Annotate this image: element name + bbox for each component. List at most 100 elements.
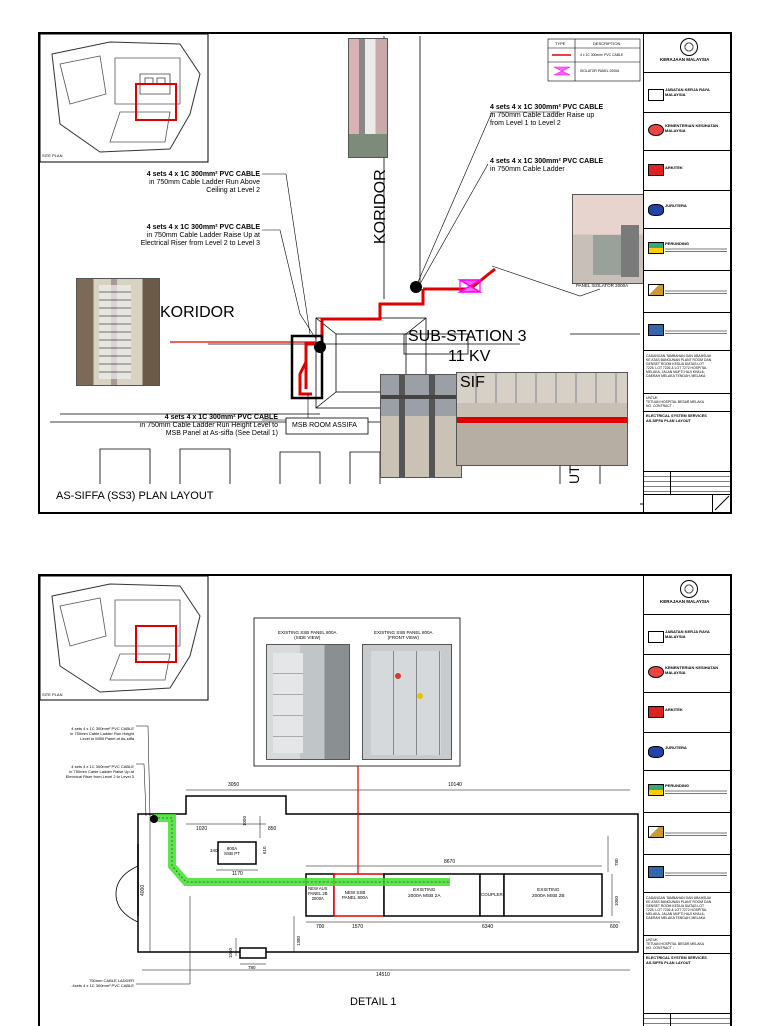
callout2-c3-line1: 750mm CABLE LADDER — [89, 978, 134, 983]
tb1-sec-5: PERUNDING — [644, 228, 730, 271]
site-plan-label: SITE PLAN — [42, 153, 63, 158]
callout-c3-line2: Ceiling at Level 2 — [206, 187, 260, 194]
panel-ssb-pt: 800A SSB PT — [224, 846, 240, 856]
project-line-3: GENSET ROOM KEDUA DIATAS LOT — [646, 362, 705, 366]
tb1-info-grid — [644, 472, 730, 495]
contractor-logo-icon — [648, 324, 664, 336]
koridor-vertical-label: KORIDOR — [372, 169, 389, 244]
dim-780b: 780 — [248, 965, 256, 970]
callout-c1-line1: in 750mm Cable Ladder Raise up — [490, 112, 595, 119]
dim-1050: 1050 — [242, 815, 247, 826]
callout-c3: 4 sets 4 x 1C 300mm² PVC CABLE in 750mm … — [130, 171, 260, 195]
dim-14510: 14510 — [376, 972, 390, 978]
callout-c4-line1: in 750mm Cable Ladder Raise Up at — [146, 232, 260, 239]
tb1-sec-7 — [644, 312, 730, 351]
dim-850: 850 — [268, 826, 277, 832]
project-line-5: MELAKA, JALAN MUFTI HAJI KHALIL, — [646, 370, 706, 374]
callout-c2-title: 4 sets 4 x 1C 300mm² PVC CABLE — [490, 158, 604, 165]
tb1-sec-3: ARKITEK — [644, 150, 730, 191]
tb1-sec3-name: ARKITEK — [665, 165, 683, 170]
project-line-1: CADANGAN TAMBAHAN DAN UBAHSUAI — [646, 354, 712, 358]
isolator-symbol — [457, 279, 483, 293]
project2-line-3: GENSET ROOM KEDUA DIATAS LOT — [646, 904, 705, 908]
jkr-logo-icon-2 — [648, 631, 664, 643]
callout2-c2-line1: 4 sets 4 x 1C 300mm² PVC CABLE — [71, 764, 134, 769]
tb2-sec-3: ARKITEK — [644, 692, 730, 733]
callout2-c3: 750mm CABLE LADDER - 4sets 4 x 1C 300mm²… — [42, 978, 134, 988]
ut-label: UT — [566, 465, 582, 484]
consultant-logo-icon-2 — [648, 784, 664, 796]
panel-new-aux-line3: 2000A — [311, 896, 324, 901]
site-plan-label-2: SITE PLAN — [42, 692, 63, 697]
door-swing — [115, 865, 139, 923]
firm-logo-icon-2 — [648, 826, 664, 838]
architect-logo-icon — [648, 164, 664, 176]
firm-logo-icon — [648, 284, 664, 296]
dim-1020: 1020 — [196, 826, 208, 832]
dim-610: 610 — [262, 846, 267, 854]
tb1-sec1-sub: MALAYSIA — [665, 92, 686, 97]
panel-blocks — [217, 841, 603, 959]
legend-type-header: TYPE — [555, 41, 566, 46]
project2-line-5: MELAKA, JALAN MUFTI HAJI KHALIL, — [646, 912, 706, 916]
photo-label-front-line1: EXISTING SSB PANEL 800A — [374, 630, 433, 635]
callout-c5-line2: MSB Panel at As-siffa (See Detail 1) — [165, 430, 278, 437]
tb2-sec-6 — [644, 812, 730, 855]
panel-isolator-label: PANEL ISOLATOR 2000A — [576, 283, 629, 288]
callout-c2: 4 sets 4 x 1C 300mm² PVC CABLE in 750mm … — [490, 158, 603, 174]
photo-panel-isolator — [572, 194, 644, 284]
tb1-sec4-name: JURUTERA — [665, 203, 687, 208]
callout-c1-line2: from Level 1 to Level 2 — [490, 120, 561, 127]
client-line-3: NO. CONTRACT : — [646, 404, 674, 408]
photo-label-side: EXISTING SSB PANEL 800A (SIDE VIEW) — [278, 630, 337, 640]
panel-existing-2b-line1: EXISTING — [537, 888, 560, 893]
callout2-c2-line3: Electrical Riser from Level 2 to Level 3 — [65, 774, 134, 779]
tb2-sec3-name: ARKITEK — [665, 707, 683, 712]
tb2-sec-1: JABATAN KERJA RAYA MALAYSIA — [644, 614, 730, 655]
dim-700: 700 — [316, 924, 325, 930]
panel-new-aux-line1: NEW AUX — [308, 886, 328, 891]
tb2-sec-2: KEMENTERIAN KESIHATAN MALAYSIA — [644, 654, 730, 693]
callout2-c3-line2: - 4sets 4 x 1C 300mm² PVC CABLE — [69, 983, 134, 988]
photo-label-front-line2: (FRONT VIEW) — [387, 635, 419, 640]
legend-row-isolator: ISOLATOR PANEL 2000A — [580, 69, 620, 73]
callout-c5: 4 sets 4 x 1C 300mm² PVC CABLE in 750mm … — [98, 414, 278, 438]
callout-c5-line1: in 750mm Cable Ladder Run Height Level t… — [139, 422, 278, 429]
project2-line-6: DAERAH MELAKA TENGAH, MELAKA — [646, 916, 706, 920]
panel-new-aux-line2: PANEL 2B — [308, 891, 328, 896]
tb2-client: UNTUK TETUAN HOSPITAL BESAR MELAKA NO. C… — [644, 936, 730, 954]
msb-room-label: MSB ROOM ASSIFA — [292, 422, 357, 429]
client2-line-3: NO. CONTRACT : — [646, 946, 674, 950]
panel-ssb-pt-line2: SSB PT — [224, 851, 241, 856]
kkm-logo-icon — [648, 124, 664, 136]
tb1-header-text: KERAJAAN MALAYSIA — [660, 57, 710, 62]
callout2-c1-line2: in 750mm Cable Ladder Run Height — [70, 731, 134, 736]
panel-ssb-pt-line1: 800A — [226, 846, 238, 851]
dim-780: 780 — [614, 858, 619, 866]
tb1-client: UNTUK TETUAN HOSPITAL BESAR MELAKA NO. C… — [644, 394, 730, 412]
drawing-sheet-1: SITE PLAN TYPE DESCRIPTION 4 x 1C 300mm²… — [38, 32, 732, 514]
photo-ceiling-ladder-1 — [380, 374, 462, 478]
site-plan-inset-1 — [40, 34, 209, 163]
photo-label-side-line2: (SIDE VIEW) — [294, 635, 321, 640]
voltage-label: 11 KV — [448, 348, 491, 365]
panel-existing-2a-line1: EXISTING — [413, 888, 436, 893]
tb1-sec-1: JABATAN KERJA RAYA MALAYSIA — [644, 72, 730, 113]
tb1-header: KERAJAAN MALAYSIA — [644, 34, 730, 73]
dim-3050: 3050 — [228, 782, 240, 788]
tb1-sec2-name: KEMENTERIAN KESIHATAN — [665, 123, 719, 128]
tb2-sec2-name: KEMENTERIAN KESIHATAN — [665, 665, 719, 670]
legend-table — [547, 38, 641, 82]
dim-600: 600 — [610, 924, 619, 930]
drawing-sheet-2: SITE PLAN EXISTING SSB PANEL 800A (SIDE … — [38, 574, 732, 1026]
kkm-logo-icon-2 — [648, 666, 664, 678]
client-line-2: TETUAN HOSPITAL BESAR MELAKA — [646, 400, 705, 404]
tb2-sec5-name: PERUNDING — [665, 783, 690, 788]
leader-lines-2 — [136, 725, 191, 985]
tb1-sec5-name: PERUNDING — [665, 241, 690, 246]
photo-frame — [253, 617, 461, 767]
layout-title: AS-SIFFA (SS3) PLAN LAYOUT — [56, 490, 214, 502]
dim-1570: 1570 — [352, 924, 364, 930]
callout-c2-line1: in 750mm Cable Ladder — [490, 166, 565, 173]
panel-existing-2b: EXISTING 2000A MSB 2B — [532, 888, 565, 899]
